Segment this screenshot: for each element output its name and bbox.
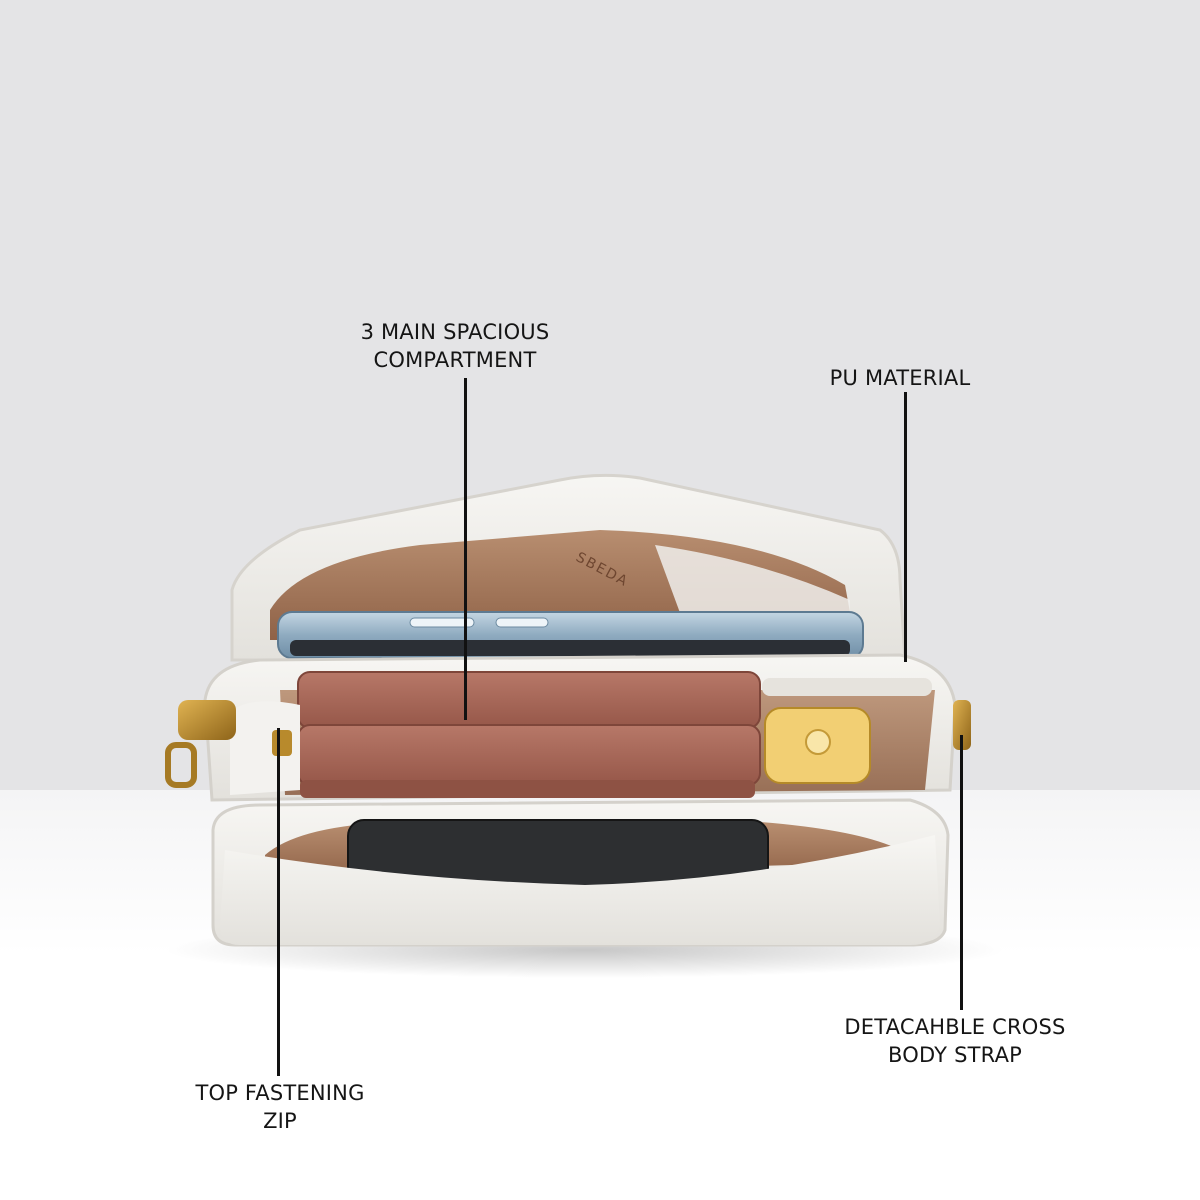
zip-slider bbox=[272, 730, 292, 756]
wallet-base bbox=[300, 780, 755, 798]
leader-line-material bbox=[904, 392, 907, 662]
wallet-top bbox=[297, 671, 761, 729]
phone-button-2 bbox=[495, 617, 549, 628]
phone-button-1 bbox=[409, 617, 475, 628]
zip-pull-left bbox=[178, 700, 236, 740]
zip-ring-left bbox=[165, 742, 197, 788]
callout-compartment-line1: 3 MAIN SPACIOUS bbox=[360, 320, 550, 344]
callout-zip: TOP FASTENING ZIP bbox=[170, 1079, 390, 1135]
bottle-nozzle bbox=[805, 729, 831, 755]
leader-line-zip bbox=[277, 728, 280, 1076]
callout-strap: DETACAHBLE CROSS BODY STRAP bbox=[820, 1013, 1090, 1069]
leader-line-strap bbox=[960, 735, 963, 1010]
callout-material-line1: PU MATERIAL bbox=[829, 366, 971, 390]
leader-line-compartment bbox=[464, 378, 467, 720]
inner-zip-strip bbox=[762, 678, 932, 696]
phone-screen-edge bbox=[290, 640, 850, 656]
strap-ring-right bbox=[953, 700, 971, 750]
wallet-bottom bbox=[297, 724, 761, 786]
callout-compartment-line2: COMPARTMENT bbox=[373, 348, 537, 372]
callout-zip-line1: TOP FASTENING bbox=[195, 1081, 365, 1105]
zip-strip-left bbox=[230, 701, 300, 795]
callout-material: PU MATERIAL bbox=[795, 364, 1005, 392]
callout-strap-line1: DETACAHBLE CROSS bbox=[844, 1015, 1066, 1039]
callout-compartment: 3 MAIN SPACIOUS COMPARTMENT bbox=[315, 318, 595, 374]
callout-zip-line2: ZIP bbox=[263, 1109, 297, 1133]
front-flap bbox=[220, 835, 940, 945]
callout-strap-line2: BODY STRAP bbox=[887, 1043, 1023, 1067]
